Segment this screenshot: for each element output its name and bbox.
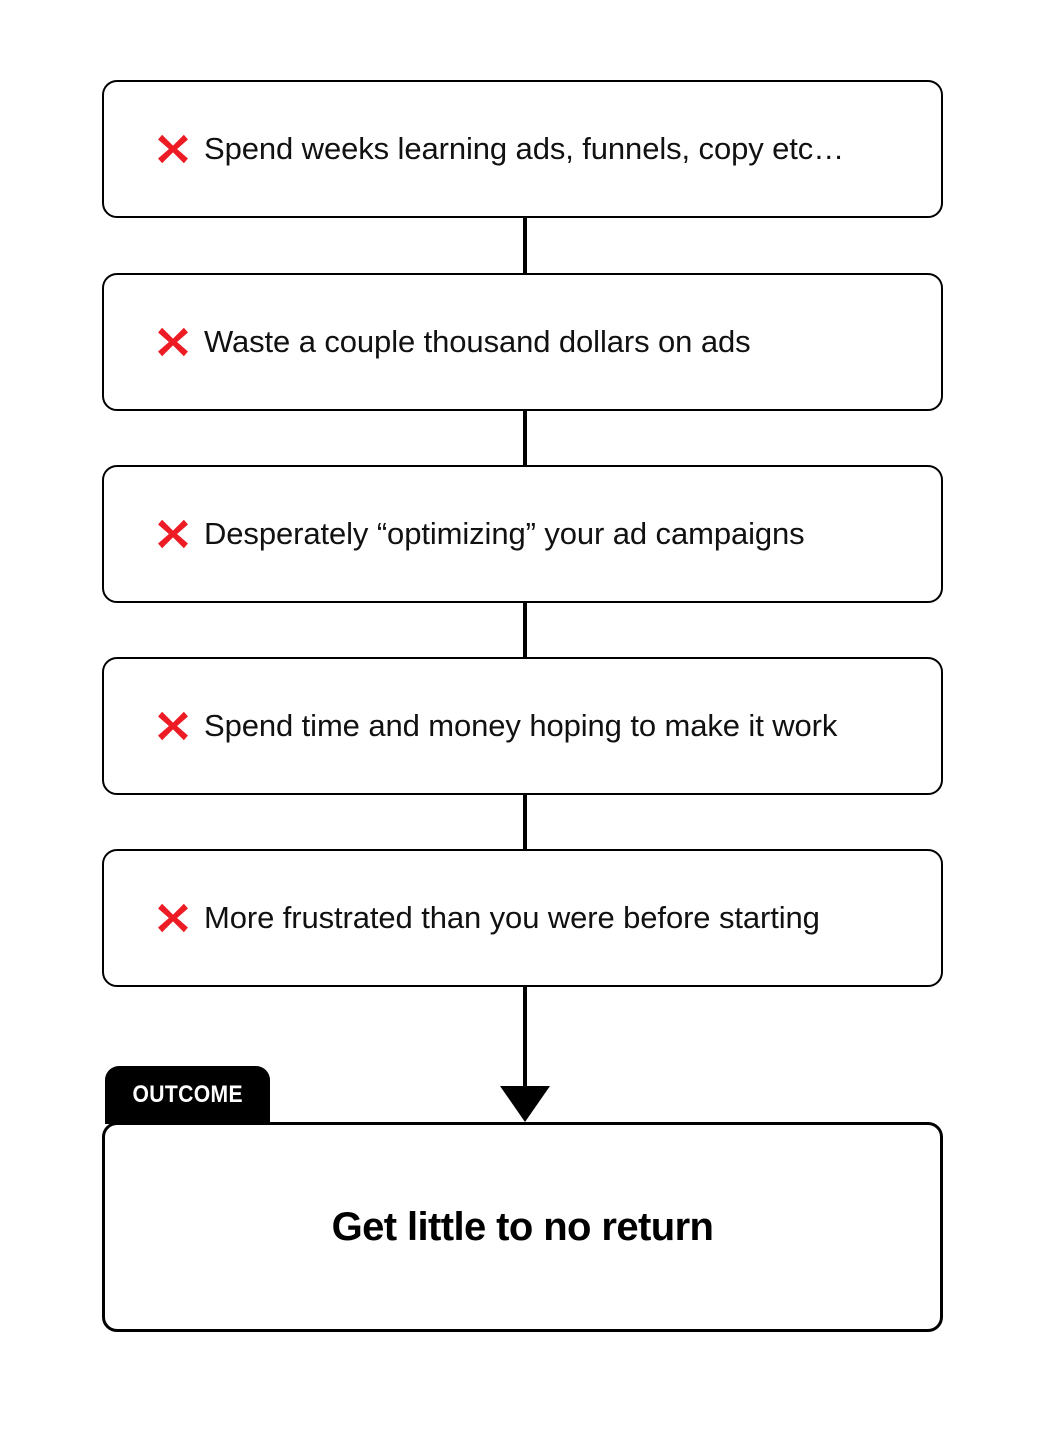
flow-step-5[interactable]: More frustrated than you were before sta… (102, 849, 943, 987)
flow-step-4[interactable]: Spend time and money hoping to make it w… (102, 657, 943, 795)
connector-2 (523, 411, 527, 465)
flow-step-3-label: Desperately “optimizing” your ad campaig… (204, 516, 805, 552)
flow-step-1[interactable]: Spend weeks learning ads, funnels, copy … (102, 80, 943, 218)
down-arrow-icon (500, 1086, 550, 1122)
flow-step-5-label: More frustrated than you were before sta… (204, 900, 820, 936)
flow-step-2-content: Waste a couple thousand dollars on ads (104, 324, 751, 360)
flow-step-4-label: Spend time and money hoping to make it w… (204, 708, 838, 744)
connector-1 (523, 218, 527, 273)
connector-3 (523, 603, 527, 657)
red-x-icon (158, 134, 188, 164)
outcome-badge-label: OUTCOME (132, 1081, 243, 1108)
flow-step-5-content: More frustrated than you were before sta… (104, 900, 820, 936)
outcome-badge: OUTCOME (105, 1066, 270, 1124)
red-x-icon (158, 519, 188, 549)
flow-step-2[interactable]: Waste a couple thousand dollars on ads (102, 273, 943, 411)
red-x-icon (158, 903, 188, 933)
red-x-icon (158, 711, 188, 741)
flow-step-1-content: Spend weeks learning ads, funnels, copy … (104, 131, 844, 167)
flow-step-2-label: Waste a couple thousand dollars on ads (204, 324, 751, 360)
connector-4 (523, 795, 527, 849)
arrow-stem (523, 987, 527, 1086)
red-x-icon (158, 327, 188, 357)
outcome-box[interactable]: Get little to no return (102, 1122, 943, 1332)
flow-step-3[interactable]: Desperately “optimizing” your ad campaig… (102, 465, 943, 603)
flow-step-1-label: Spend weeks learning ads, funnels, copy … (204, 131, 845, 167)
flow-step-4-content: Spend time and money hoping to make it w… (104, 708, 837, 744)
outcome-result-label: Get little to no return (331, 1204, 714, 1249)
flow-step-3-content: Desperately “optimizing” your ad campaig… (104, 516, 805, 552)
